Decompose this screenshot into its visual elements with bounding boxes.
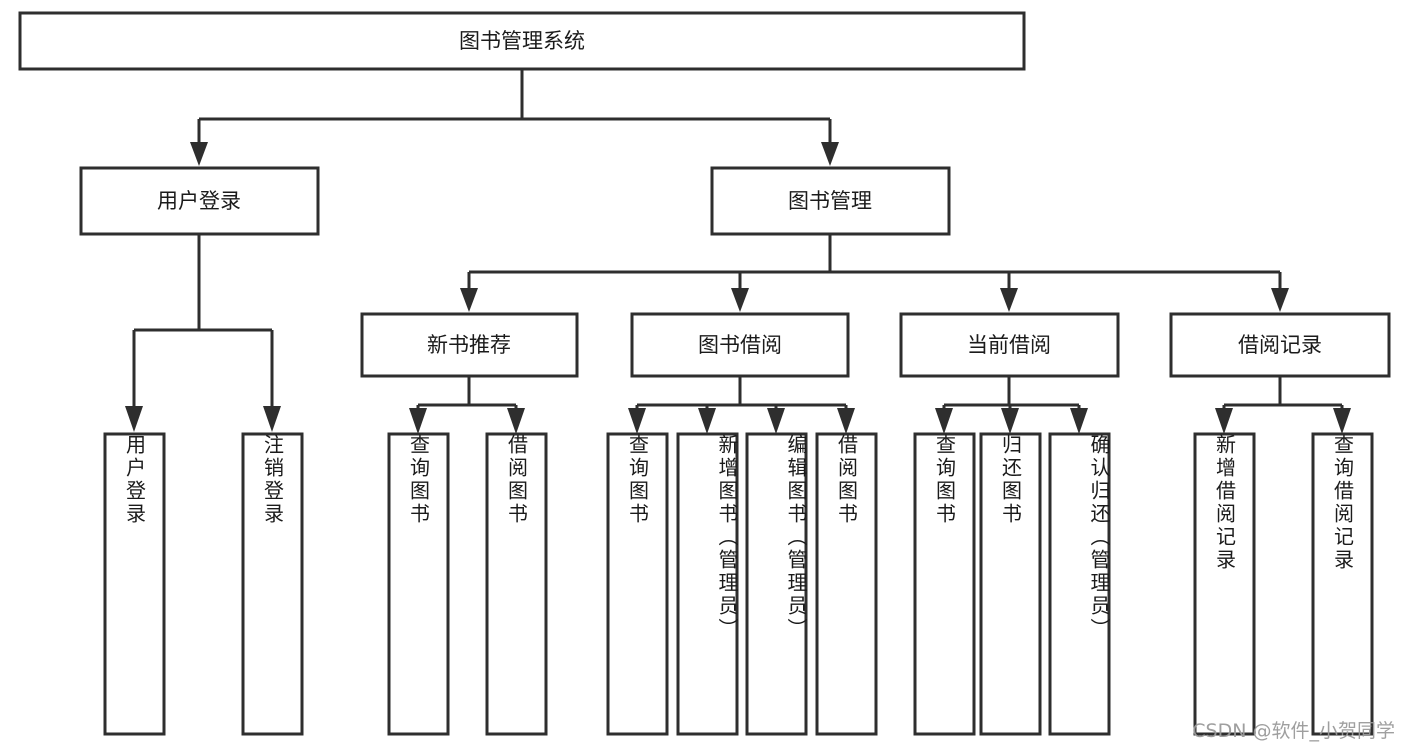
leaf-box-return-book[interactable] <box>979 432 1042 736</box>
leaf-box-borrow-book-1[interactable] <box>485 432 548 736</box>
edge-group-user-login-to-leaves <box>125 234 281 432</box>
arrow-to-leaf-query-book-1 <box>409 408 427 434</box>
leaf-box-edit-book[interactable] <box>745 432 808 736</box>
leaf-box-query-book-1[interactable] <box>387 432 450 736</box>
arrow-to-leaf-user-login <box>125 406 143 432</box>
leaf-box-add-book[interactable] <box>676 432 739 736</box>
node-new-book-recommend[interactable]: 新书推荐 <box>360 312 579 378</box>
node-book-borrow-label: 图书借阅 <box>698 333 782 357</box>
node-current-borrow-label: 当前借阅 <box>967 333 1051 357</box>
node-book-management-box[interactable] <box>710 166 951 236</box>
arrow-to-borrow-record <box>1271 288 1289 312</box>
node-book-borrow[interactable]: 图书借阅 <box>630 312 850 378</box>
arrow-to-book-management <box>821 142 839 166</box>
node-current-borrow[interactable]: 当前借阅 <box>899 312 1120 378</box>
arrow-to-leaf-borrow-book-2 <box>837 408 855 434</box>
watermark-text: CSDN @软件_小贺同学 <box>1192 720 1395 742</box>
arrow-to-book-borrow <box>731 288 749 312</box>
edge-group-borrow-record-to-leaves <box>1215 376 1351 434</box>
leaf-box-query-book-2[interactable] <box>606 432 669 736</box>
arrow-to-leaf-add-record <box>1215 408 1233 434</box>
arrow-to-leaf-query-book-2 <box>628 408 646 434</box>
edge-group-book-management-to-level3 <box>460 234 1289 312</box>
node-user-login[interactable]: 用户登录 <box>79 166 320 236</box>
node-new-book-recommend-label: 新书推荐 <box>427 333 511 357</box>
node-borrow-record-box[interactable] <box>1169 312 1391 378</box>
leaf-box-borrow-book-2[interactable] <box>815 432 878 736</box>
arrow-to-leaf-add-book <box>698 408 716 434</box>
leaf-box-query-book-3[interactable] <box>913 432 976 736</box>
arrow-to-user-login <box>190 142 208 166</box>
leaf-box-confirm-return[interactable] <box>1048 432 1111 736</box>
arrow-to-leaf-logout <box>263 406 281 432</box>
arrow-to-leaf-confirm-return <box>1070 408 1088 434</box>
edge-group-new-book-recommend-to-leaves <box>409 376 525 434</box>
node-root-box[interactable] <box>18 11 1026 71</box>
arrow-to-leaf-return-book <box>1001 408 1019 434</box>
node-user-login-label: 用户登录 <box>157 189 241 213</box>
node-borrow-record-label: 借阅记录 <box>1238 333 1322 357</box>
leaf-box-logout[interactable] <box>241 432 304 736</box>
edge-group-current-borrow-to-leaves <box>935 376 1088 434</box>
node-current-borrow-box[interactable] <box>899 312 1120 378</box>
arrow-to-leaf-edit-book <box>767 408 785 434</box>
node-borrow-record[interactable]: 借阅记录 <box>1169 312 1391 378</box>
arrow-to-new-book-recommend <box>460 288 478 312</box>
edge-group-root-to-level2 <box>190 69 839 166</box>
node-new-book-recommend-box[interactable] <box>360 312 579 378</box>
node-root-label: 图书管理系统 <box>459 29 585 53</box>
leaf-boxes <box>103 432 1374 736</box>
arrow-to-leaf-query-book-3 <box>935 408 953 434</box>
arrow-to-leaf-borrow-book-1 <box>507 408 525 434</box>
arrow-to-leaf-query-record <box>1333 408 1351 434</box>
node-root[interactable]: 图书管理系统 <box>18 11 1026 71</box>
edge-group-book-borrow-to-leaves <box>628 376 855 434</box>
node-book-management-label: 图书管理 <box>788 189 872 213</box>
leaf-box-user-login[interactable] <box>103 432 166 736</box>
arrow-to-current-borrow <box>1000 288 1018 312</box>
node-book-borrow-box[interactable] <box>630 312 850 378</box>
node-book-management[interactable]: 图书管理 <box>710 166 951 236</box>
leaf-box-query-record[interactable] <box>1311 432 1374 736</box>
node-user-login-box[interactable] <box>79 166 320 236</box>
leaf-box-add-record[interactable] <box>1193 432 1256 736</box>
